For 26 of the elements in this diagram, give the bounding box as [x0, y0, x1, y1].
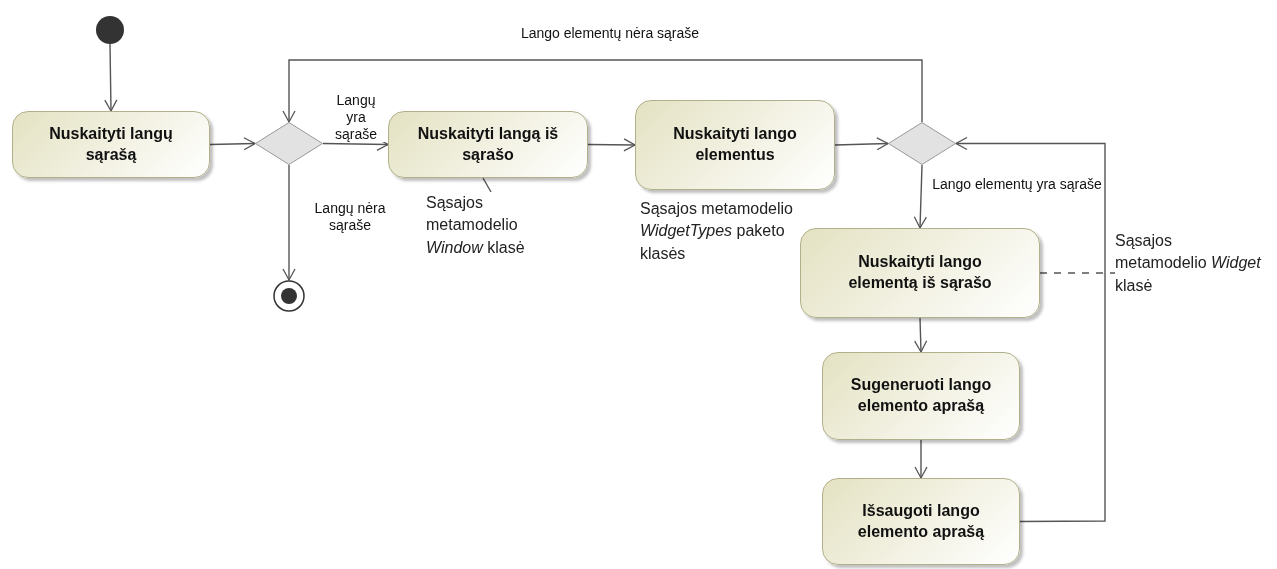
leader-line: [482, 177, 492, 193]
action-box: Nuskaityti langą iš sąrašo: [388, 111, 588, 178]
note-text: Sąsajos metamodelio Widget klasė: [1115, 230, 1265, 326]
action-box: Nuskaityti lango elementą iš sąrašo: [800, 228, 1040, 318]
arrow: [913, 164, 927, 229]
arrow: [282, 164, 296, 281]
action-box: Išsaugoti lango elemento aprašą: [822, 478, 1020, 565]
final-node: [273, 280, 305, 312]
action-box: Nuskaityti langų sąrašą: [12, 111, 210, 178]
note-text: Sąsajos metamodelio Window klasė: [426, 192, 576, 288]
action-box: Nuskaityti lango elementus: [635, 100, 835, 190]
arrow: [914, 317, 928, 353]
leader-line: [1039, 272, 1116, 274]
arrow: [104, 43, 118, 112]
arrow: [834, 137, 889, 151]
edge-label: Lango elementų yra sąraše: [932, 176, 1102, 193]
arrow: [955, 136, 1106, 523]
arrow: [209, 137, 256, 151]
arrow: [282, 59, 923, 123]
decision-diamond: [888, 122, 956, 165]
arrow: [587, 138, 636, 152]
initial-node: [96, 16, 124, 44]
arrow: [914, 439, 928, 479]
note-text: Sąsajos metamodelio WidgetTypes paketo klasės: [640, 199, 794, 264]
decision-diamond: [255, 122, 323, 165]
action-box: Sugeneruoti lango elemento aprašą: [822, 352, 1020, 440]
